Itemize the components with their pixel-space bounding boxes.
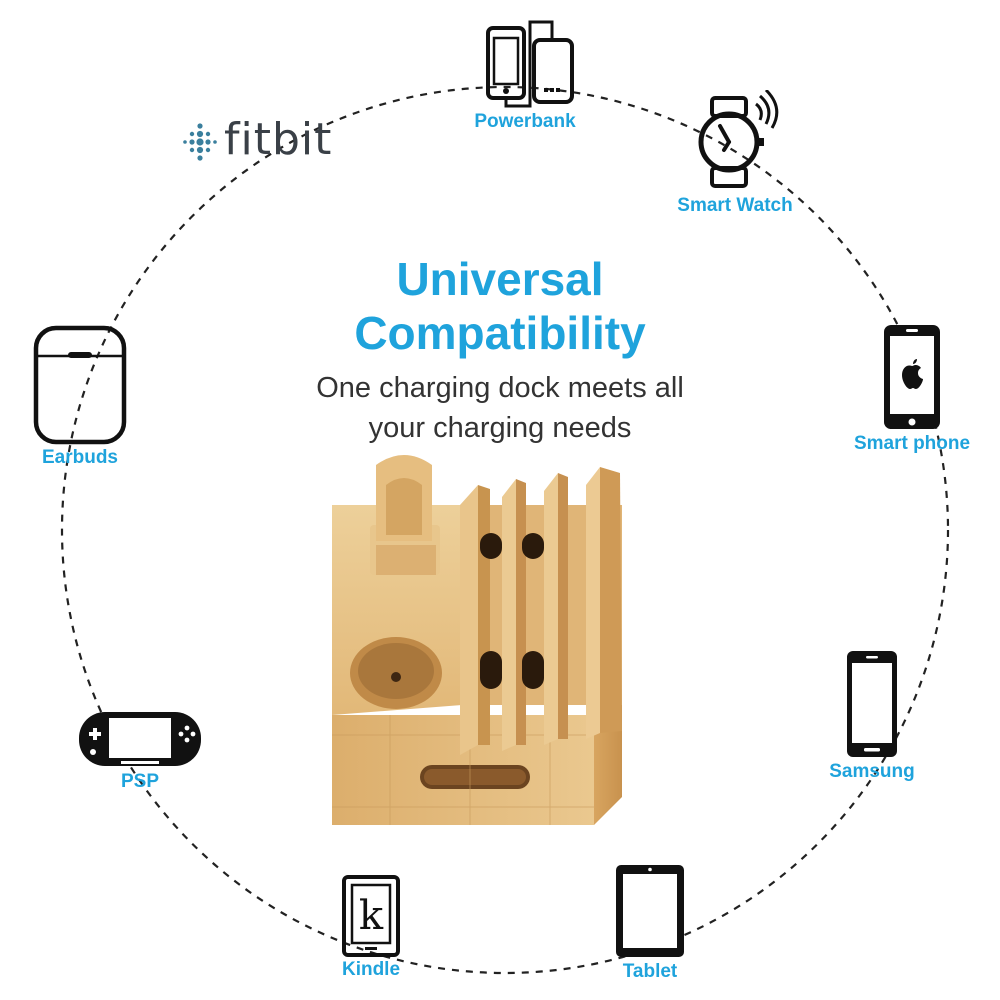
fitbit-dots-icon (183, 123, 217, 161)
headline-line-2: Compatibility (354, 307, 646, 359)
bamboo-charging-dock-image (332, 455, 622, 825)
tablet-label: Tablet (622, 961, 678, 982)
device-powerbank: Powerbank (455, 18, 595, 134)
earbuds-label: Earbuds (41, 447, 119, 468)
earbuds-case-icon (33, 325, 127, 445)
powerbank-label: Powerbank (474, 111, 576, 132)
subtitle-line-1: One charging dock meets all (316, 372, 684, 404)
device-psp: PSP (72, 706, 208, 794)
device-smart-watch: Smart Watch (660, 90, 810, 218)
device-samsung: Samsung (812, 648, 932, 784)
fitbit-wordmark: fitbit (224, 114, 333, 165)
smart-watch-label: Smart Watch (677, 195, 793, 216)
samsung-label: Samsung (829, 761, 915, 782)
kindle-k-glyph: k (359, 893, 384, 939)
smart-phone-icon (884, 325, 940, 429)
psp-console-icon (79, 712, 201, 766)
device-earbuds: Earbuds (20, 324, 140, 470)
fitbit-logo: fitbit (180, 112, 350, 168)
subtitle-line-2: your charging needs (368, 412, 632, 444)
samsung-phone-icon (847, 651, 897, 757)
device-kindle: k Kindle (316, 874, 426, 982)
powerbank-icon (486, 20, 574, 108)
smart-watch-icon (698, 90, 779, 188)
psp-label: PSP (120, 771, 160, 792)
kindle-icon: k (342, 875, 400, 957)
device-tablet: Tablet (590, 862, 710, 984)
device-smart-phone: Smart phone (842, 322, 982, 456)
smart-phone-label: Smart phone (853, 433, 971, 454)
kindle-label: Kindle (341, 959, 401, 980)
tablet-icon (616, 865, 684, 957)
headline-line-1: Universal (396, 253, 604, 305)
